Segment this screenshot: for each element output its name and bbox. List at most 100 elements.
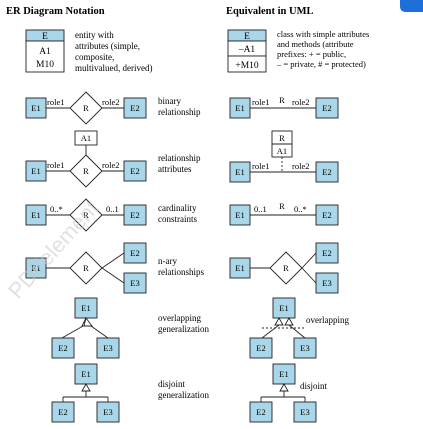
er-attr-e2 [123, 160, 147, 182]
uml-assoc-class-a1: A1 [277, 146, 287, 156]
er-ovl-e3 [96, 337, 120, 359]
uml-ovl-arrow-left [274, 317, 284, 326]
er-nary-e3-label: E3 [130, 278, 139, 288]
uml-dis-triangle [279, 383, 289, 392]
uml-dis-e3-label: E3 [300, 407, 309, 417]
er-ovl-e2 [51, 337, 75, 359]
er-overlapping-generalization: E1 E2 E3 [51, 297, 120, 359]
er-entity-desc-4: multivalued, derived) [75, 63, 152, 73]
er-dis-triangle [81, 383, 91, 392]
uml-class-desc-3: prefixes: + = public, [277, 49, 346, 59]
er-dis-e1-label: E1 [81, 369, 90, 379]
desc-nary-2: relationships [158, 267, 204, 277]
er-attr-diamond [69, 154, 103, 188]
uml-nary-e2-label: E2 [322, 248, 331, 258]
corner-badge [400, 0, 423, 12]
desc-overlapping-1: overlapping [158, 313, 201, 323]
uml-card-left: 0..1 [254, 204, 267, 214]
uml-binary-e1 [229, 97, 251, 119]
er-entity-attr1: A1 [39, 47, 51, 57]
desc-attributes-2: attributes [158, 164, 192, 174]
uml-ovl-e2 [249, 337, 273, 359]
uml-attr-e1 [229, 161, 251, 183]
uml-dis-e3 [293, 401, 317, 423]
desc-overlapping-2: generalization [158, 324, 209, 334]
header-uml: Equivalent in UML [226, 6, 314, 17]
er-card-e2 [123, 204, 147, 226]
uml-nary-e3 [315, 272, 339, 294]
uml-attr-role1: role1 [252, 161, 269, 171]
er-attr-a1-label: A1 [81, 133, 91, 143]
er-card-right: 0..1 [106, 204, 119, 214]
er-nary-e2-label: E2 [130, 248, 139, 258]
uml-binary-e2-label: E2 [322, 103, 331, 113]
er-ovl-e1-label: E1 [81, 303, 90, 313]
uml-dis-label: disjoint [300, 381, 328, 391]
er-card-e2-label: E2 [130, 210, 139, 220]
er-binary-relationship: E1 R E2 role1 role2 [25, 91, 147, 125]
uml-nary-e1-label: E1 [235, 263, 244, 273]
uml-ovl-e1 [272, 297, 296, 319]
uml-overlapping-generalization: E1 E2 E3 overlapping [249, 297, 349, 359]
er-attr-e1-label: E1 [31, 166, 40, 176]
er-entity-attr2: M10 [36, 60, 54, 70]
uml-ovl-e3 [293, 337, 317, 359]
er-attr-role2: role2 [102, 160, 119, 170]
er-binary-role2: role2 [102, 97, 119, 107]
er-dis-e3 [96, 401, 120, 423]
uml-nary-association: E1 R E2 E3 [229, 242, 339, 294]
er-binary-e1 [25, 97, 47, 119]
uml-class-box: E –A1 +M10 [227, 29, 267, 73]
er-entity-name: E [42, 32, 48, 42]
uml-card-e2 [315, 204, 339, 226]
er-binary-e1-label: E1 [31, 103, 40, 113]
er-nary-relationship: E1 R E2 E3 [25, 242, 147, 294]
desc-nary-1: n-ary [158, 256, 177, 266]
er-relationship-attributes: A1 E1 R E2 role1 role2 [25, 130, 147, 188]
er-disjoint-generalization: E1 E2 E3 [51, 363, 120, 423]
er-attr-e1 [25, 160, 47, 182]
uml-dis-e2-label: E2 [256, 407, 265, 417]
er-card-r-label: R [83, 210, 89, 220]
er-dis-e2-label: E2 [58, 407, 67, 417]
uml-ovl-label: overlapping [306, 315, 349, 325]
uml-attr-e2 [315, 161, 339, 183]
uml-binary-role2: role2 [292, 97, 309, 107]
uml-card-r: R [279, 201, 285, 211]
er-dis-e2 [51, 401, 75, 423]
er-card-left: 0..* [50, 204, 63, 214]
uml-ovl-e3-label: E3 [300, 343, 309, 353]
uml-card-e1 [229, 204, 251, 226]
uml-class-attr2: +M10 [235, 61, 259, 71]
er-nary-diamond [69, 251, 103, 285]
uml-ovl-e1-label: E1 [279, 303, 288, 313]
desc-binary-1: binary [158, 96, 181, 106]
er-card-diamond [69, 198, 103, 232]
uml-nary-e1 [229, 257, 251, 279]
uml-class-desc-1: class with simple attributes [277, 29, 369, 39]
uml-ovl-e2-label: E2 [256, 343, 265, 353]
uml-nary-r-label: R [283, 263, 289, 273]
er-ovl-e3-label: E3 [103, 343, 112, 353]
uml-attr-e2-label: E2 [322, 167, 331, 177]
er-nary-e2 [123, 242, 147, 264]
uml-card-right: 0..* [294, 204, 307, 214]
uml-nary-e2 [315, 242, 339, 264]
er-binary-r-label: R [83, 103, 89, 113]
uml-association-class: R A1 E1 E2 role1 role2 [229, 130, 339, 183]
er-binary-e2-label: E2 [130, 103, 139, 113]
uml-binary-e2 [315, 97, 339, 119]
uml-card-e2-label: E2 [322, 210, 331, 220]
uml-class-desc-2: and methods (attribute [277, 39, 354, 49]
uml-binary-association: E1 E2 role1 R role2 [229, 95, 339, 119]
er-attr-e2-label: E2 [130, 166, 139, 176]
er-entity-desc-3: composite, [75, 52, 114, 62]
uml-disjoint-generalization: E1 E2 E3 disjoint [249, 363, 328, 423]
er-entity-box: E A1 M10 [25, 29, 65, 73]
er-ovl-e2-label: E2 [58, 343, 67, 353]
er-card-e1-label: E1 [31, 210, 40, 220]
uml-binary-e1-label: E1 [235, 103, 244, 113]
er-entity-desc-1: entity with [75, 30, 114, 40]
er-nary-e1-label: E1 [31, 263, 40, 273]
